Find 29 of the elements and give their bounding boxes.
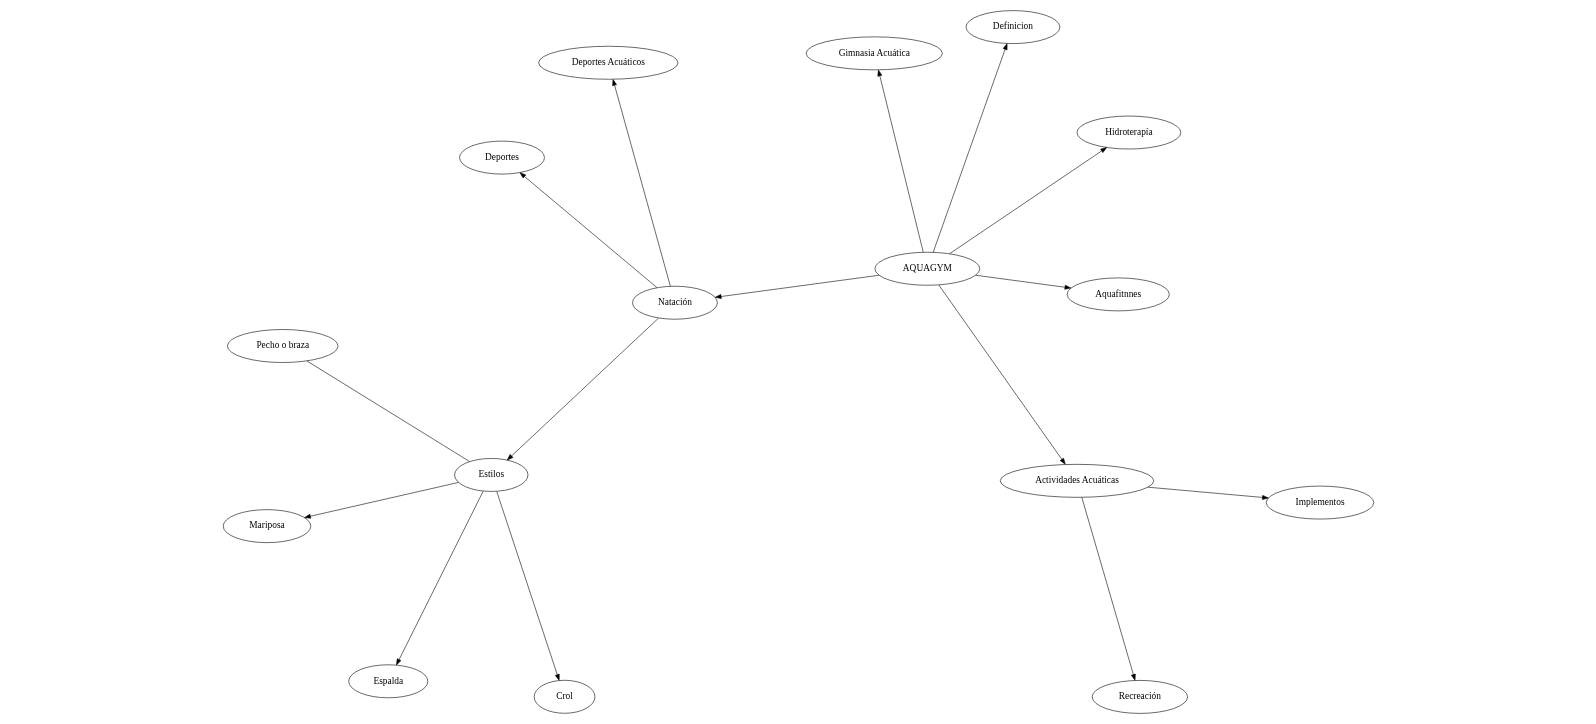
node-ellipse: Natación xyxy=(631,285,718,320)
arrow xyxy=(611,79,671,287)
arrow xyxy=(948,147,1107,254)
node-ellipse: Actividades Acuáticas xyxy=(999,464,1154,498)
node-ellipse: Deportes xyxy=(458,140,545,175)
arrow xyxy=(1147,486,1269,500)
arrow xyxy=(303,482,459,519)
arrow xyxy=(938,284,1066,465)
node-ellipse: Gimnasia Acuática xyxy=(805,36,943,71)
arrow xyxy=(1081,497,1136,681)
arrow xyxy=(395,491,483,666)
node-ellipse: Recreación xyxy=(1091,680,1188,714)
node-ellipse: AQUAGYM xyxy=(874,251,980,286)
arrow xyxy=(974,274,1071,290)
arrow xyxy=(932,43,1007,253)
node-ellipse: Definicion xyxy=(965,10,1060,44)
arrow xyxy=(506,317,659,461)
arrow xyxy=(877,69,923,253)
node-ellipse: Deportes Acuáticos xyxy=(537,45,678,80)
node-ellipse: Pecho o braza xyxy=(226,329,338,363)
node-ellipse: Hidroterapía xyxy=(1076,115,1181,150)
node-ellipse: Espalda xyxy=(347,664,428,699)
arrow xyxy=(519,172,657,288)
node-ellipse: Aquafitnnes xyxy=(1066,277,1170,312)
arrow xyxy=(495,491,560,681)
node-ellipse: Estilos xyxy=(453,458,528,492)
node-ellipse: Implementos xyxy=(1265,485,1374,520)
arrow xyxy=(714,274,879,299)
node-ellipse: Crol xyxy=(533,680,595,714)
